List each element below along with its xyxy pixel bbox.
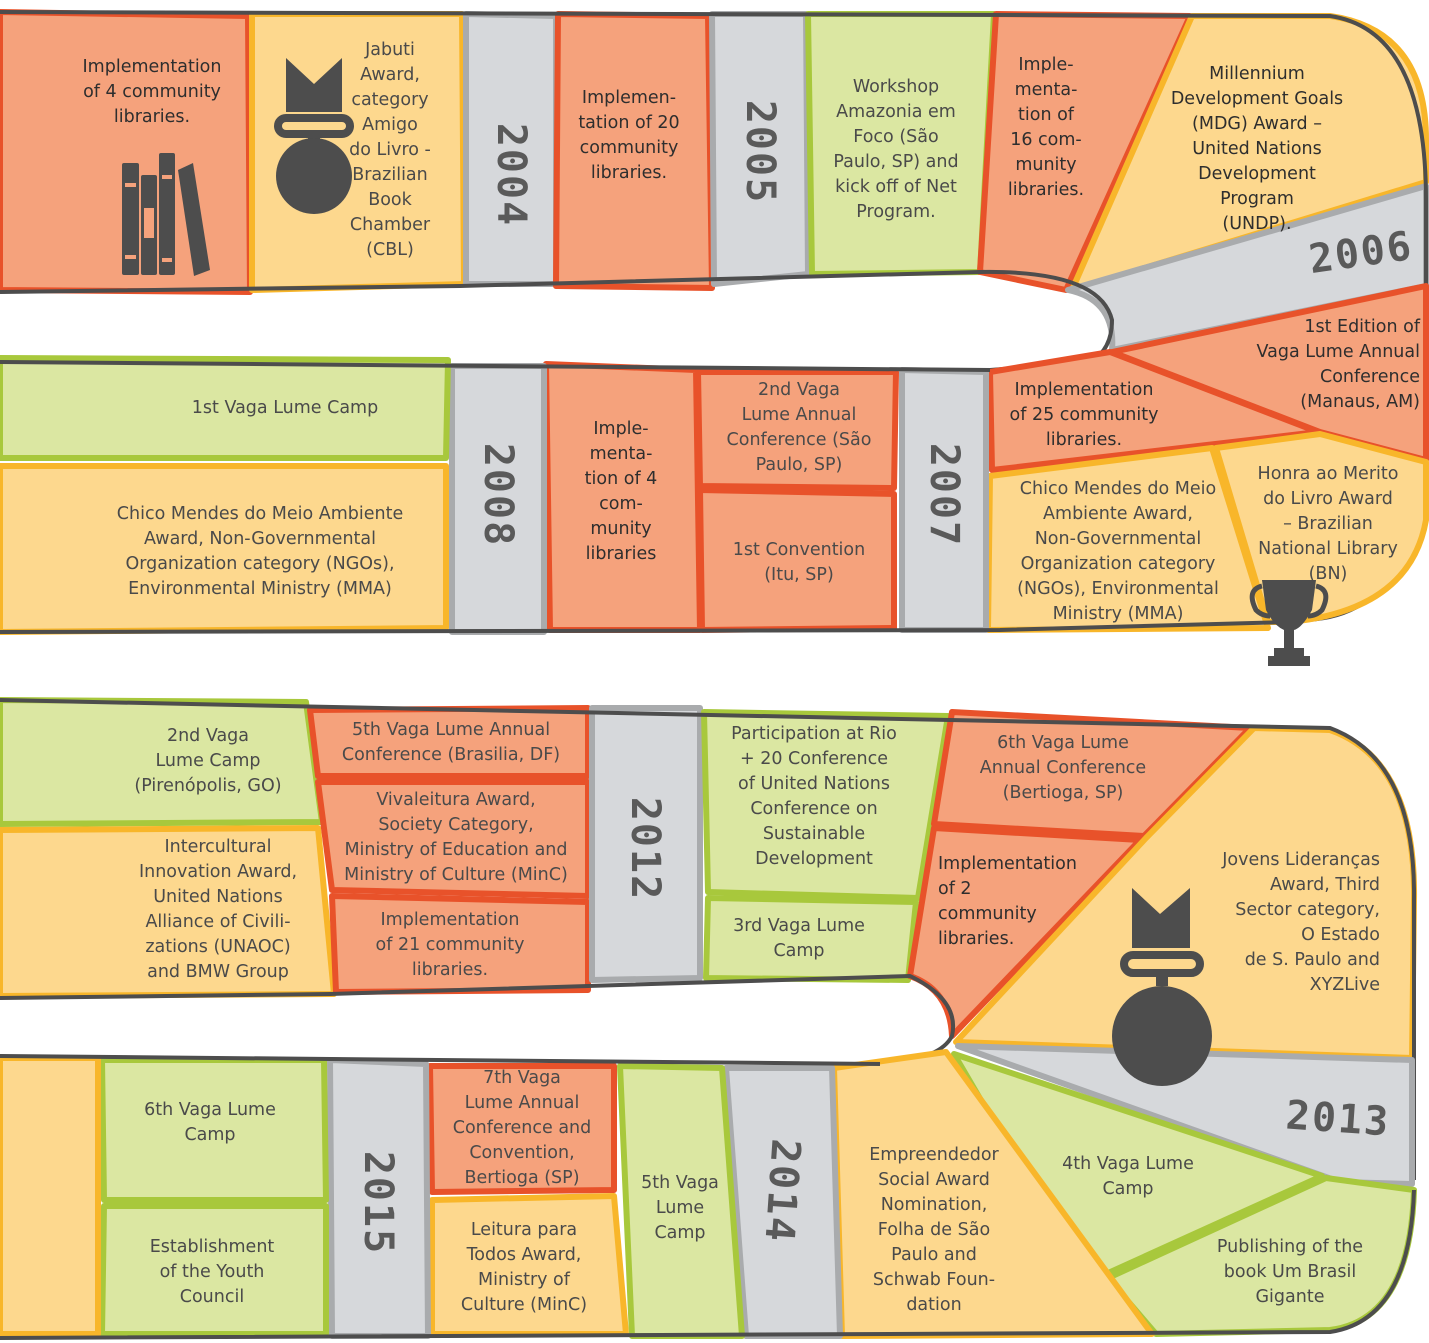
cell-vivaleitura-award <box>315 779 591 899</box>
event-leitura-award: Leitura para Todos Award, Ministry of Cu… <box>460 1220 588 1315</box>
year-2013: 2013 <box>1284 1092 1392 1146</box>
event-camp-6: 6th Vaga Lume Camp <box>144 1100 276 1145</box>
year-2008: 2008 <box>475 442 521 548</box>
event-publishing: Publishing of the book Um Brasil Gigante <box>1216 1236 1364 1307</box>
cell-camp-1 <box>0 355 451 461</box>
row-2-track <box>0 283 1429 635</box>
event-camp-1: 1st Vaga Lume Camp <box>191 397 379 418</box>
year-2012: 2012 <box>622 796 668 902</box>
year-2004: 2004 <box>488 122 534 228</box>
event-vivaleitura-award: Vivaleitura Award, Society Category, Min… <box>344 790 568 885</box>
cell-rio-20 <box>701 709 951 901</box>
trophy-icon <box>1249 580 1329 666</box>
event-youth-council: Establishment of the Youth Council <box>149 1236 275 1307</box>
medal-icon-2013 <box>1112 888 1212 1086</box>
row-4-outline <box>0 1054 1416 1340</box>
event-libraries-16: Imple- menta- tion of 16 com- munity lib… <box>1007 55 1085 200</box>
year-2005: 2005 <box>737 99 783 205</box>
cell-youth-council <box>99 1203 329 1337</box>
row-4-track <box>0 1043 1417 1340</box>
event-libraries-20: Implemen- tation of 20 community librari… <box>578 88 680 183</box>
cell-blank-end <box>0 1055 101 1337</box>
event-libraries-21: Implementation of 21 community libraries… <box>375 909 525 980</box>
event-intercultural-award: Intercultural Innovation Award, United N… <box>138 837 298 982</box>
event-conference-5: 5th Vaga Lume Annual Conference (Brasili… <box>341 720 561 765</box>
event-rio-20: Participation at Rio + 20 Conference of … <box>731 724 897 869</box>
event-camp-3: 3rd Vaga Lume Camp <box>733 916 865 961</box>
event-conference-2: 2nd Vaga Lume Annual Conference (São Pau… <box>726 380 872 475</box>
cell-chico-mendes-2008 <box>0 463 449 635</box>
cell-conference-7 <box>427 1063 617 1195</box>
cell-libraries-21 <box>329 893 591 995</box>
event-chico-mendes-2008: Chico Mendes do Meio Ambiente Award, Non… <box>116 504 404 599</box>
event-conference-6: 6th Vaga Lume Annual Conference (Bertiog… <box>979 732 1147 803</box>
event-empreendedor: Empreendedor Social Award Nomination, Fo… <box>869 1144 999 1315</box>
event-jabuti-award: Jabuti Award, category Amigo do Livro - … <box>349 39 431 260</box>
event-workshop: Workshop Amazonia em Foco (São Paulo, SP… <box>833 77 959 222</box>
year-2015: 2015 <box>355 1150 401 1256</box>
event-libraries-25: Implementation of 25 community libraries… <box>1009 379 1159 450</box>
event-chico-mendes-2007: Chico Mendes do Meio Ambiente Award, Non… <box>1017 479 1219 624</box>
event-conference-1: 1st Edition of Vaga Lume Annual Conferen… <box>1256 317 1420 412</box>
event-libraries-4b: Imple- menta- tion of 4 com- munity libr… <box>584 419 658 564</box>
event-mdg-award: Millennium Development Goals (MDG) Award… <box>1170 63 1344 234</box>
event-honra-award: Honra ao Merito do Livro Award – Brazili… <box>1257 463 1399 584</box>
event-jovens-award: Jovens Lideranças Award, Third Sector ca… <box>1222 850 1380 995</box>
event-libraries-4: Implementation of 4 community libraries. <box>82 56 222 127</box>
event-camp-5: 5th Vaga Lume Camp <box>641 1172 719 1243</box>
event-convention-1: 1st Convention (Itu, SP) <box>732 540 866 585</box>
books-icon <box>122 153 210 276</box>
cell-camp-3 <box>703 895 919 983</box>
year-2007: 2007 <box>921 442 967 548</box>
row-2-outline <box>0 360 1291 634</box>
event-conference-7: 7th Vaga Lume Annual Conference and Conv… <box>452 1067 592 1188</box>
medal-icon <box>274 58 354 214</box>
event-libraries-2: Implementation of 2 community libraries. <box>938 854 1077 949</box>
cell-year-2012 <box>589 705 703 983</box>
event-camp-4: 4th Vaga Lume Camp <box>1062 1154 1194 1199</box>
event-camp-2: 2nd Vaga Lume Camp (Pirenópolis, GO) <box>134 725 282 796</box>
